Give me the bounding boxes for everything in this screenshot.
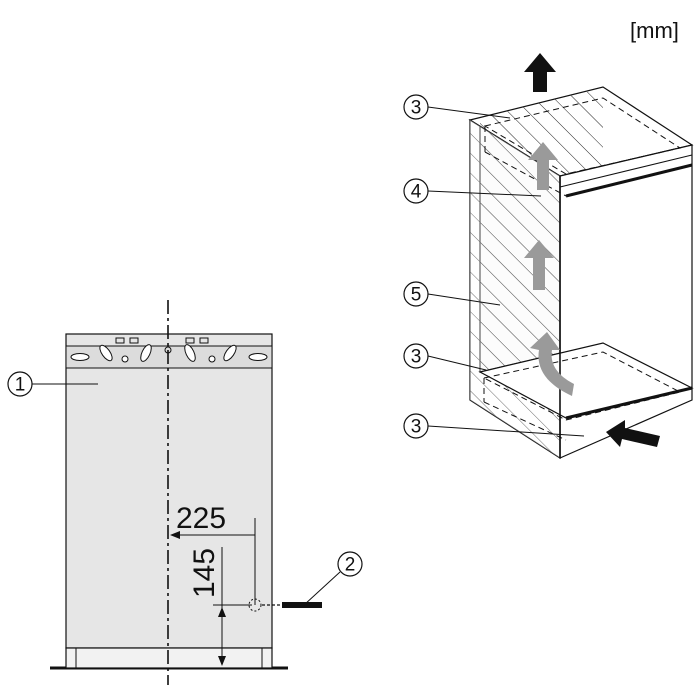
callout-4-label: 4 xyxy=(411,182,422,203)
callout-3-middle-label: 3 xyxy=(411,347,422,368)
callout-3-bottom-label: 3 xyxy=(411,417,422,438)
cabinet-niche: 3 4 5 3 3 xyxy=(403,53,694,460)
connection-point xyxy=(248,598,262,612)
rear-panel xyxy=(65,333,273,649)
appliance-rear-panel: 225 145 1 2 xyxy=(7,300,363,685)
dimension-145: 145 xyxy=(188,547,252,666)
dimension-145-label: 145 xyxy=(188,548,221,598)
mounting-bracket-icon xyxy=(65,337,273,369)
airflow-arrow-icon xyxy=(524,142,574,396)
panel-base xyxy=(65,647,273,669)
callout-2-label: 2 xyxy=(345,555,356,576)
callout-5: 5 xyxy=(403,281,501,307)
callout-4: 4 xyxy=(403,178,542,204)
callout-3-top-label: 3 xyxy=(411,98,422,119)
callout-3-middle: 3 xyxy=(403,343,487,371)
callout-2: 2 xyxy=(303,551,363,606)
dimension-225: 225 xyxy=(170,502,256,605)
dark-arrow-icon xyxy=(524,53,660,447)
dimension-225-label: 225 xyxy=(176,502,226,535)
bottom-vent-opening xyxy=(482,351,682,421)
callout-3-bottom: 3 xyxy=(403,413,585,439)
callout-5-label: 5 xyxy=(411,285,422,306)
callout-1-label: 1 xyxy=(15,375,26,396)
callout-1: 1 xyxy=(7,371,98,397)
units-label: [mm] xyxy=(630,18,679,43)
callout-3-top: 3 xyxy=(403,94,511,120)
